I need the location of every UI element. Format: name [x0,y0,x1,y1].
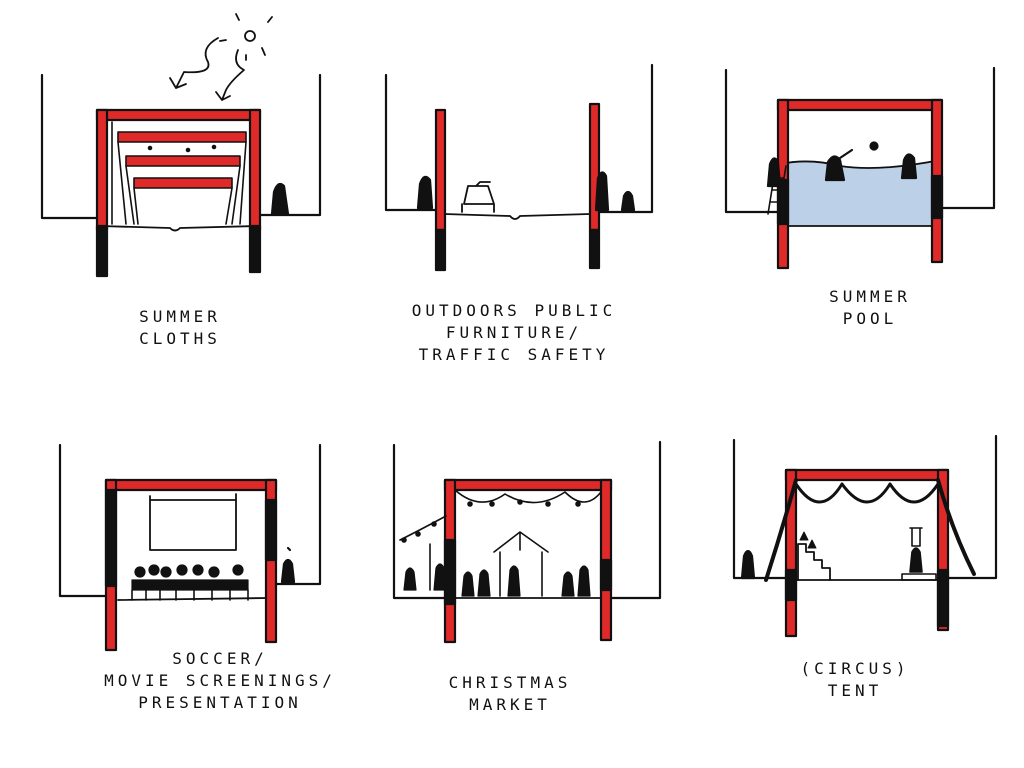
stairs-icon [797,543,831,581]
ball-icon [869,141,879,151]
caption-line: PRESENTATION [138,693,302,712]
frame-red [434,102,601,272]
swimmer-icon [766,157,782,188]
ground-section [392,440,662,600]
frame-red [95,108,262,278]
caption-circus-tent: (CIRCUS) TENT [780,658,930,702]
person-icon [740,549,756,580]
crowd-icon [403,563,591,597]
caption-line: SUMMER [829,287,911,306]
market-stall-icon [493,531,549,597]
panel-screening [58,443,322,652]
string-lights-icon [399,489,602,543]
ground-section [724,66,996,214]
ground-line [443,213,591,220]
caption-christmas-market: CHRISTMAS MARKET [420,672,600,716]
person-icon [270,182,290,216]
stairs-icon [799,531,817,549]
canopy-icon [111,121,247,225]
audience-icon [131,564,249,601]
frame-red [104,478,278,652]
swimmer-icon [900,153,918,180]
caption-line: CHRISTMAS [448,673,572,692]
frame-red [784,468,950,638]
caption-outdoor-furniture: OUTDOORS PUBLIC FURNITURE/ TRAFFIC SAFET… [394,300,634,366]
person-icon [620,190,636,212]
caption-summer-pool: SUMMER POOL [800,286,940,330]
caption-line: TRAFFIC SAFETY [418,345,610,364]
panel-summer-cloths [40,13,322,278]
caption-line: MARKET [469,695,551,714]
caption-line: FURNITURE/ [445,323,583,342]
frame-red [443,478,613,644]
caption-line: POOL [842,309,898,328]
panel-circus-tent [732,434,998,638]
caption-line: TENT [827,681,883,700]
caption-summer-cloths: SUMMER CLOTHS [110,306,250,350]
caption-line: MOVIE SCREENINGS/ [104,671,336,690]
caption-line: SOCCER/ [172,649,268,668]
caption-line: OUTDOORS PUBLIC [411,301,617,320]
caption-line: CLOTHS [139,329,221,348]
sun-icon [219,13,273,61]
wind-arrow-icon [169,37,245,101]
screen-icon [149,493,237,551]
person-icon [416,175,434,210]
ground-section [58,443,322,598]
caption-line: (CIRCUS) [800,659,910,678]
person-icon [594,171,610,212]
ladder-icon [767,163,787,215]
caption-screening: SOCCER/ MOVIE SCREENINGS/ PRESENTATION [100,648,340,714]
bench-icon [461,181,495,213]
panel-christmas-market [392,440,662,644]
ground-section [384,63,654,214]
drape-icon [764,478,976,582]
panel-summer-pool [724,66,996,270]
person-icon [280,546,296,584]
caption-line: SUMMER [139,307,221,326]
panel-outdoor-furniture [384,63,654,272]
ground-line [99,225,259,232]
swimmer-icon [824,148,854,182]
ground-line [117,597,269,601]
performer-icon [901,527,937,581]
